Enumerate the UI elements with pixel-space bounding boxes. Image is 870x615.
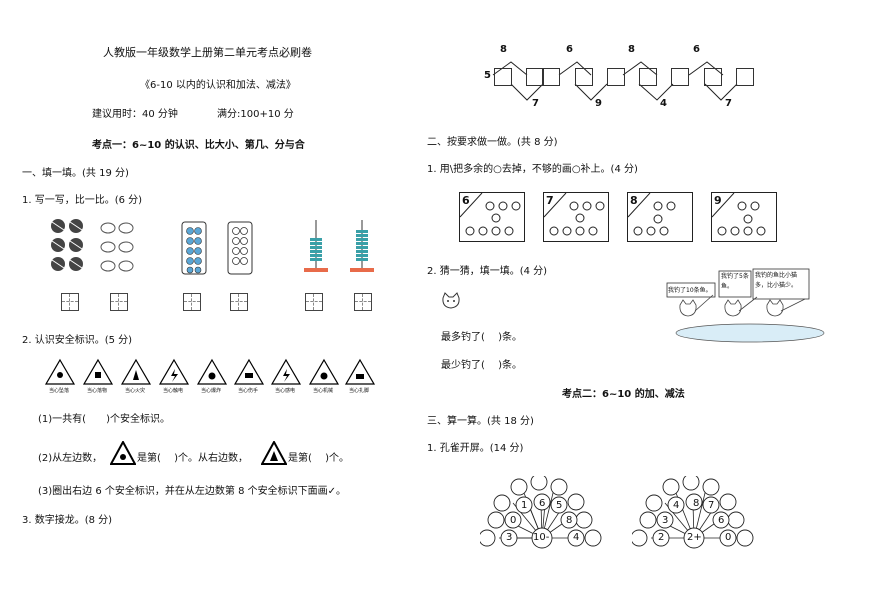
chain-top-number: 6 <box>566 44 573 55</box>
peacock-2-value: 2 <box>658 532 665 543</box>
section-3-heading: 三、算一算。(共 18 分) <box>427 416 534 427</box>
chain-top-number: 8 <box>628 44 635 55</box>
peacock-1-value: 5 <box>556 500 563 511</box>
writing-box[interactable] <box>183 293 201 311</box>
question-2-1-right: 1. 用\把多余的○去掉，不够的画○补上。(4 分) <box>427 164 638 175</box>
speech-bubble-3: 我钓的鱼比小猫多，比小猫少。 <box>755 272 798 289</box>
chain-bottom-number: 7 <box>725 98 732 109</box>
fishing-cats-illustration <box>666 268 825 343</box>
topic-1-heading: 考点一：6~10 的认识、比大小、第几、分与合 <box>92 140 305 151</box>
time-label: 建议用时：40 分钟 <box>92 109 178 120</box>
frame-number: 8 <box>630 194 638 207</box>
fire-sign-icon <box>261 441 287 465</box>
topic-2-heading: 考点二：6~10 的加、减法 <box>562 389 685 400</box>
speech-bubble-1: 我钓了10条鱼。 <box>668 287 712 294</box>
peacock-1-value: 4 <box>573 532 580 543</box>
question-1-3: 3. 数字接龙。(8 分) <box>22 515 113 526</box>
question-2-2-part-b: 是第( )个。从右边数， <box>137 453 248 464</box>
writing-box[interactable] <box>61 293 79 311</box>
speech-bubble-2: 我钓了5条鱼。 <box>721 273 749 290</box>
sign-label: 当心爆炸 <box>201 388 222 394</box>
peacock-1-center: 10- <box>533 532 550 543</box>
watermelon-icons <box>51 219 83 271</box>
chain-start-number: 5 <box>484 70 491 81</box>
peacock-1-value: 3 <box>506 532 513 543</box>
sign-label: 当心机械 <box>313 388 334 394</box>
chain-bottom-number: 4 <box>660 98 667 109</box>
chain-top-number: 8 <box>500 44 507 55</box>
safety-signs <box>44 358 376 385</box>
chain-box[interactable] <box>526 68 544 86</box>
peacock-diagram-2 <box>632 476 754 549</box>
compare-pictures <box>51 219 374 275</box>
frame-number: 7 <box>546 194 554 207</box>
writing-box[interactable] <box>110 293 128 311</box>
peacock-1-value: 0 <box>510 515 517 526</box>
peacock-2-value: 8 <box>693 498 700 509</box>
chain-box[interactable] <box>671 68 689 86</box>
most-fish-question: 最多钓了( )条。 <box>441 332 522 343</box>
sign-label: 当心伤手 <box>238 388 259 394</box>
question-2-1: (1)一共有( )个安全标识。 <box>38 414 170 425</box>
circle-frame[interactable]: 8 <box>627 192 693 242</box>
dot-card-icons <box>181 221 253 275</box>
question-2-2-right: 2. 猜一猜，填一填。(4 分) <box>427 266 548 277</box>
peacock-1-value: 1 <box>521 500 528 511</box>
sign-label: 当心落物 <box>87 388 108 394</box>
writing-box[interactable] <box>230 293 248 311</box>
cat-head-icon <box>442 292 460 309</box>
chain-bottom-number: 9 <box>595 98 602 109</box>
chain-box[interactable] <box>542 68 560 86</box>
peacock-2-center: 2+ <box>687 532 702 543</box>
circle-frame[interactable]: 9 <box>711 192 777 242</box>
score-label: 满分:100+10 分 <box>217 109 294 120</box>
number-chain <box>492 61 738 101</box>
chain-box[interactable] <box>494 68 512 86</box>
sign-label: 当心扎脚 <box>349 388 370 394</box>
sign-label: 当心火灾 <box>125 388 146 394</box>
sign-label: 当心感电 <box>275 388 296 394</box>
falling-sign-icon <box>110 441 136 465</box>
page-subtitle: 《6-10 以内的认识和加法、减法》 <box>140 80 296 91</box>
peacock-1-value: 6 <box>539 498 546 509</box>
least-fish-question: 最少钓了( )条。 <box>441 360 522 371</box>
question-2-2-part-a: (2)从左边数， <box>38 453 103 464</box>
peacock-1-value: 8 <box>566 515 573 526</box>
peacock-2-value: 6 <box>718 515 725 526</box>
chain-box[interactable] <box>639 68 657 86</box>
frame-number: 9 <box>714 194 722 207</box>
question-3-1: 1. 孔雀开屏。(14 分) <box>427 443 524 454</box>
question-1-1: 1. 写一写，比一比。(6 分) <box>22 195 143 206</box>
writing-box[interactable] <box>305 293 323 311</box>
writing-box[interactable] <box>354 293 372 311</box>
chain-box[interactable] <box>736 68 754 86</box>
peacock-2-value: 3 <box>662 515 669 526</box>
question-1-2: 2. 认识安全标识。(5 分) <box>22 335 133 346</box>
frame-number: 6 <box>462 194 470 207</box>
section-2-heading: 二、按要求做一做。(共 8 分) <box>427 137 558 148</box>
question-2-3: (3)圈出右边 6 个安全标识，并在从左边数第 8 个安全标识下面画✓。 <box>38 486 346 497</box>
chain-top-number: 6 <box>693 44 700 55</box>
circle-frame[interactable]: 6 <box>459 192 525 242</box>
chain-bottom-number: 7 <box>532 98 539 109</box>
peacock-2-value: 7 <box>708 500 715 511</box>
circle-frame[interactable]: 7 <box>543 192 609 242</box>
peacock-2-value: 4 <box>673 500 680 511</box>
section-1-heading: 一、填一填。(共 19 分) <box>22 168 129 179</box>
page-title: 人教版一年级数学上册第二单元考点必刷卷 <box>103 46 312 59</box>
peacock-diagram-1 <box>480 476 602 549</box>
peacock-2-value: 0 <box>725 532 732 543</box>
chain-box[interactable] <box>607 68 625 86</box>
chain-box[interactable] <box>704 68 722 86</box>
sign-label: 当心坠落 <box>49 388 70 394</box>
abacus-icons <box>304 220 374 272</box>
chain-box[interactable] <box>575 68 593 86</box>
sign-label: 当心触电 <box>163 388 184 394</box>
question-2-2-part-c: 是第( )个。 <box>288 453 349 464</box>
peach-icons <box>100 222 134 272</box>
